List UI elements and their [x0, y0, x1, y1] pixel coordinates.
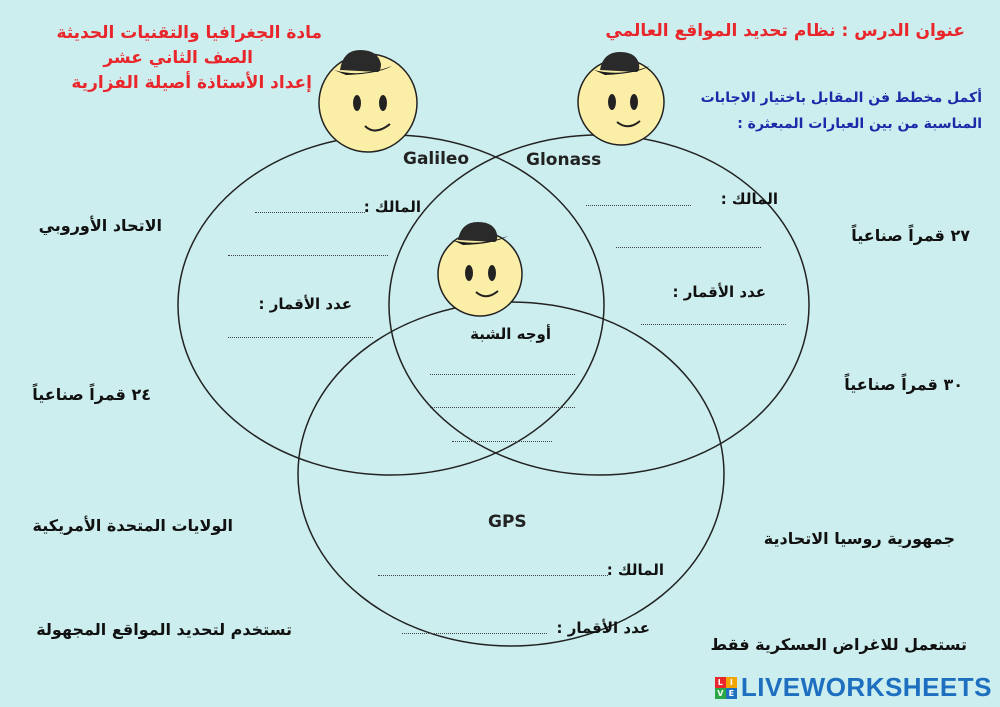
logo-text: LIVEWORKSHEETS — [740, 672, 992, 702]
galileo-satellites-blank[interactable] — [228, 337, 373, 338]
glonass-satellites-label: عدد الأقمار : — [672, 283, 766, 301]
glonass-label: Glonass — [526, 150, 602, 170]
lesson-title: عنوان الدرس : نظام تحديد المواقع العالمي — [605, 21, 965, 41]
option-30-satellites[interactable]: ٣٠ قمراً صناعياً — [844, 375, 963, 394]
option-24-satellites[interactable]: ٢٤ قمراً صناعياً — [32, 385, 151, 404]
option-military-only[interactable]: تستعمل للاغراض العسكرية فقط — [710, 635, 967, 654]
galileo-satellites-label: عدد الأقمار : — [258, 295, 352, 313]
glonass-owner-label: المالك : — [720, 190, 778, 208]
gps-satellites-blank[interactable] — [402, 633, 547, 634]
glonass-satellites-blank[interactable] — [641, 324, 786, 325]
subject-title: مادة الجغرافيا والتقنيات الحديثة — [56, 23, 322, 43]
gps-satellites-label: عدد الأقمار : — [556, 619, 650, 637]
grade-title: الصف الثاني عشر — [103, 48, 253, 68]
galileo-label: Galileo — [403, 149, 470, 169]
similarities-blank-1[interactable] — [430, 374, 575, 375]
instruction-line-2: المناسبة من بين العبارات المبعثرة : — [737, 116, 982, 132]
galileo-circle — [177, 134, 605, 476]
galileo-owner-blank[interactable] — [255, 212, 365, 213]
option-usa[interactable]: الولايات المتحدة الأمريكية — [32, 516, 233, 535]
author-title: إعداد الأستاذة أصيلة الفزارية — [71, 73, 312, 93]
smiley-face-icon — [437, 222, 523, 317]
glonass-owner-blank[interactable] — [586, 205, 691, 206]
logo-mark-icon: L I V E — [714, 676, 737, 699]
smiley-face-icon — [318, 50, 418, 153]
liveworksheets-logo: L I V E LIVEWORKSHEETS — [714, 672, 992, 703]
gps-owner-label: المالك : — [606, 561, 664, 579]
similarities-blank-2[interactable] — [430, 407, 575, 408]
gps-owner-blank[interactable] — [378, 575, 608, 576]
instruction-line-1: أكمل مخطط فن المقابل باختيار الاجابات — [700, 90, 982, 106]
glonass-owner-blank-2[interactable] — [616, 247, 761, 248]
similarities-label: أوجه الشبة — [470, 325, 551, 343]
option-eu[interactable]: الاتحاد الأوروبي — [38, 216, 162, 235]
similarities-blank-3[interactable] — [452, 441, 552, 442]
gps-label: GPS — [488, 512, 527, 532]
option-27-satellites[interactable]: ٢٧ قمراً صناعياً — [851, 226, 970, 245]
option-russia[interactable]: جمهورية روسيا الاتحادية — [763, 529, 955, 548]
smiley-face-icon — [577, 52, 665, 146]
option-locate-unknown[interactable]: تستخدم لتحديد المواقع المجهولة — [36, 620, 292, 639]
galileo-owner-label: المالك : — [363, 198, 421, 216]
galileo-owner-blank-2[interactable] — [228, 255, 388, 256]
